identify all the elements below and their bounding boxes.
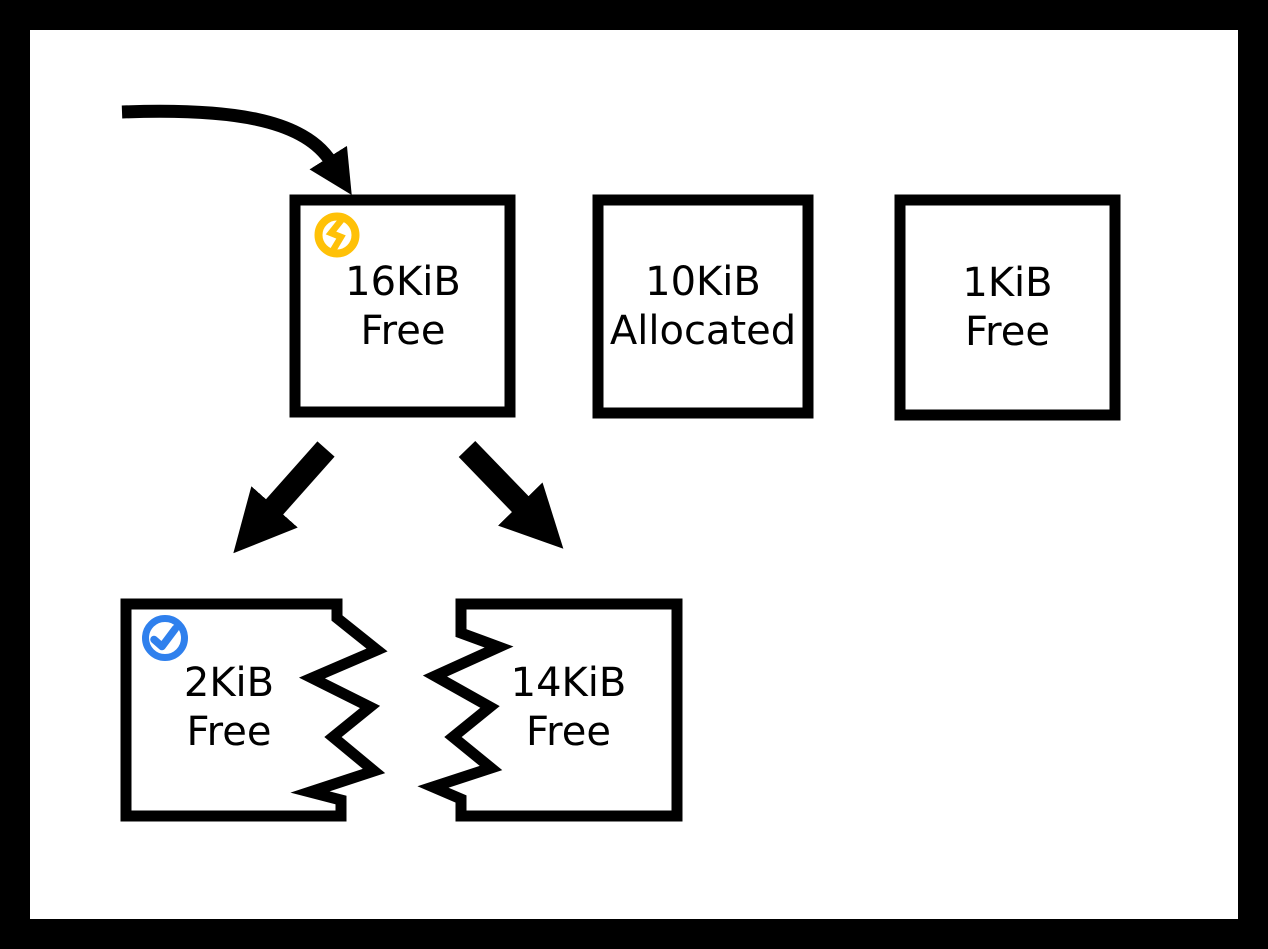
block-16kib-box: [289, 194, 516, 418]
block-1kib-box: [894, 194, 1121, 421]
split-circle-icon: [313, 211, 361, 259]
block-10kib-box: [592, 194, 814, 419]
split-arrow-right: [458, 441, 564, 549]
block-14kib-torn-box: [417, 598, 683, 822]
incoming-request-arrow: [121, 104, 352, 196]
check-circle-icon: [140, 613, 190, 663]
block-2kib-torn-box: [120, 598, 388, 822]
split-arrow-left: [233, 441, 335, 554]
